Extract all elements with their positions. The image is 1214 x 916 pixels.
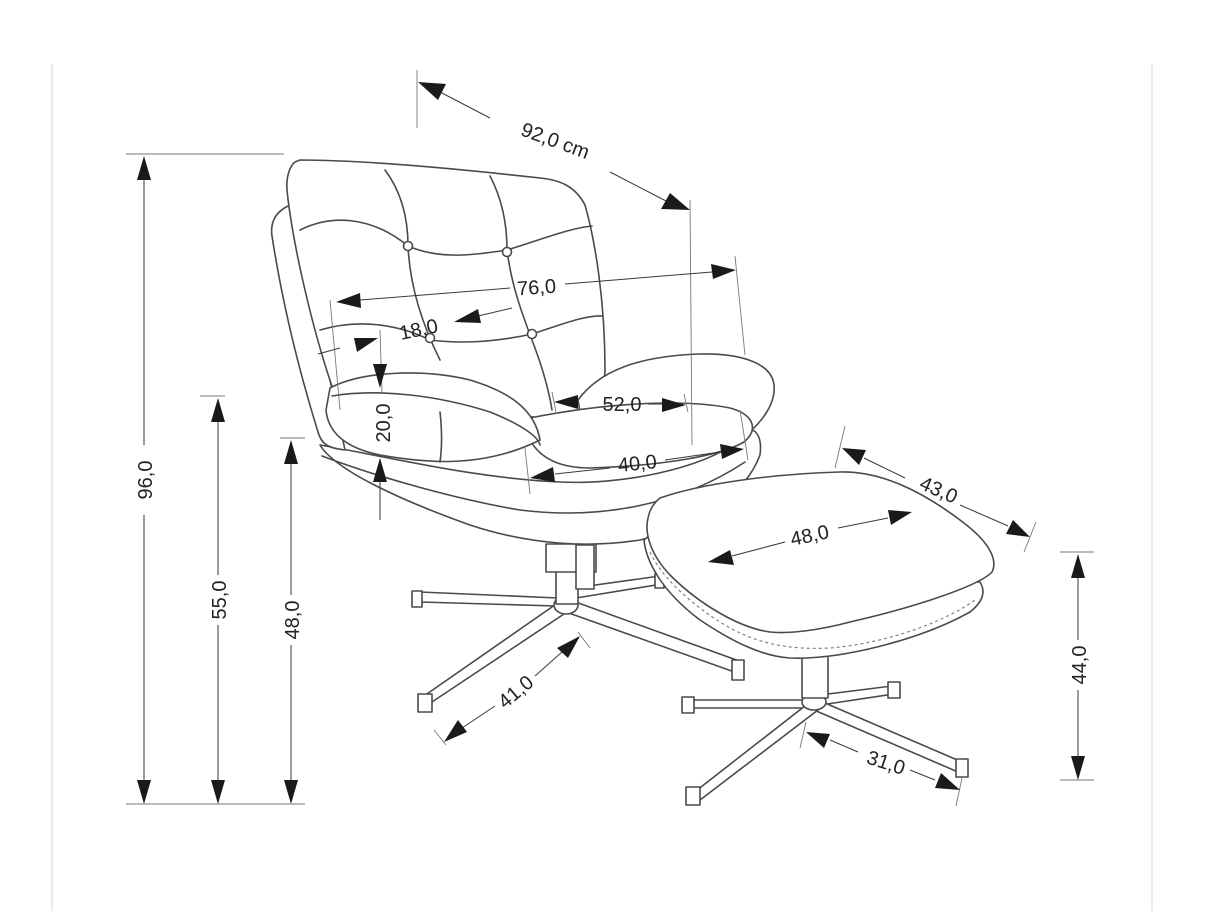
label-seat-depth: 40,0: [617, 451, 658, 477]
chair-back-cushion: [286, 159, 606, 421]
arrowhead: [661, 193, 690, 210]
chair-left-armrest: [325, 372, 541, 463]
label-armrest-floor-height: 55,0: [209, 581, 231, 620]
label-base-radius-chair: 41,0: [494, 671, 538, 713]
label-depth-total: 92,0 cm: [518, 119, 592, 164]
label-armrest-height: 20,0: [373, 404, 395, 443]
label-base-radius-ottoman: 31,0: [864, 747, 908, 780]
label-seat-height: 48,0: [282, 601, 304, 640]
ottoman: [643, 471, 995, 806]
armchair: [270, 159, 775, 713]
arrowhead: [418, 82, 446, 100]
label-seat-width-inner: 52,0: [603, 394, 642, 416]
label-ottoman-height: 44,0: [1069, 646, 1091, 685]
extension-lines: [126, 70, 1094, 807]
chair-seat-cushion: [529, 402, 754, 469]
label-seat-width-outer: 76,0: [516, 276, 556, 301]
ottoman-base: [681, 649, 969, 806]
label-height-total: 96,0: [135, 461, 157, 500]
dimension-lines: [137, 82, 1085, 804]
chair-base: [411, 543, 745, 713]
